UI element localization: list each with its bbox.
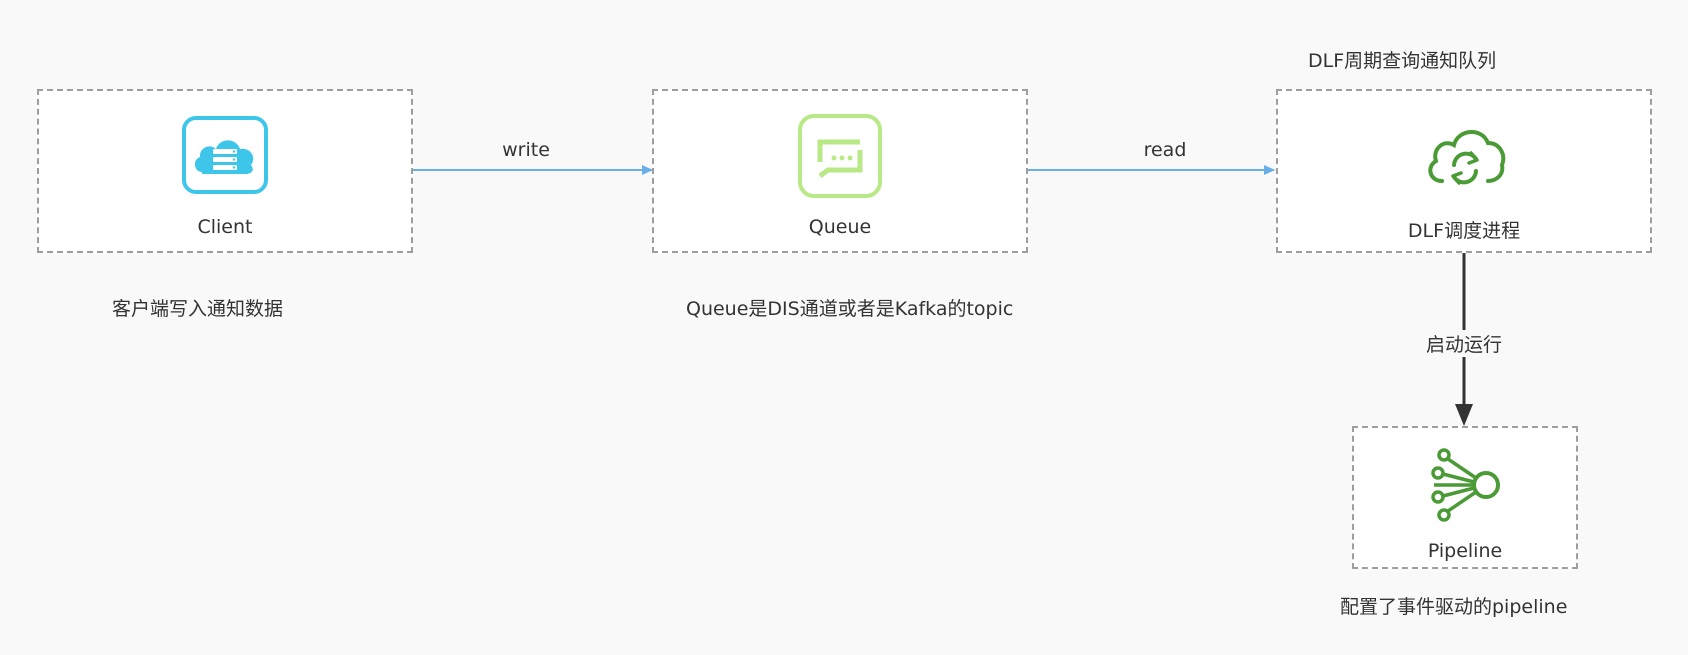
client-label: Client bbox=[197, 216, 253, 238]
pipeline-node[interactable]: Pipeline bbox=[1352, 426, 1578, 569]
dlf-node[interactable]: DLF调度进程 bbox=[1276, 89, 1652, 253]
client-node[interactable]: Client bbox=[37, 89, 413, 253]
queue-label: Queue bbox=[808, 216, 872, 238]
queue-message-icon bbox=[798, 114, 882, 198]
pipeline-hub-icon bbox=[1430, 445, 1502, 525]
edge-write-label: write bbox=[502, 139, 550, 161]
cloud-sync-icon bbox=[1424, 123, 1506, 189]
queue-caption: Queue是DIS通道或者是Kafka的topic bbox=[686, 298, 1014, 320]
pipeline-caption: 配置了事件驱动的pipeline bbox=[1340, 596, 1568, 618]
client-caption: 客户端写入通知数据 bbox=[112, 298, 284, 320]
edge-start-label: 启动运行 bbox=[1425, 334, 1502, 356]
edge-read-label: read bbox=[1143, 139, 1187, 161]
dlf-label: DLF调度进程 bbox=[1407, 220, 1521, 242]
edge-start-arrowhead bbox=[1455, 404, 1473, 426]
queue-node[interactable]: Queue bbox=[652, 89, 1028, 253]
pipeline-label: Pipeline bbox=[1427, 540, 1503, 562]
cloud-server-icon bbox=[182, 116, 268, 194]
dlf-caption: DLF周期查询通知队列 bbox=[1308, 50, 1497, 72]
